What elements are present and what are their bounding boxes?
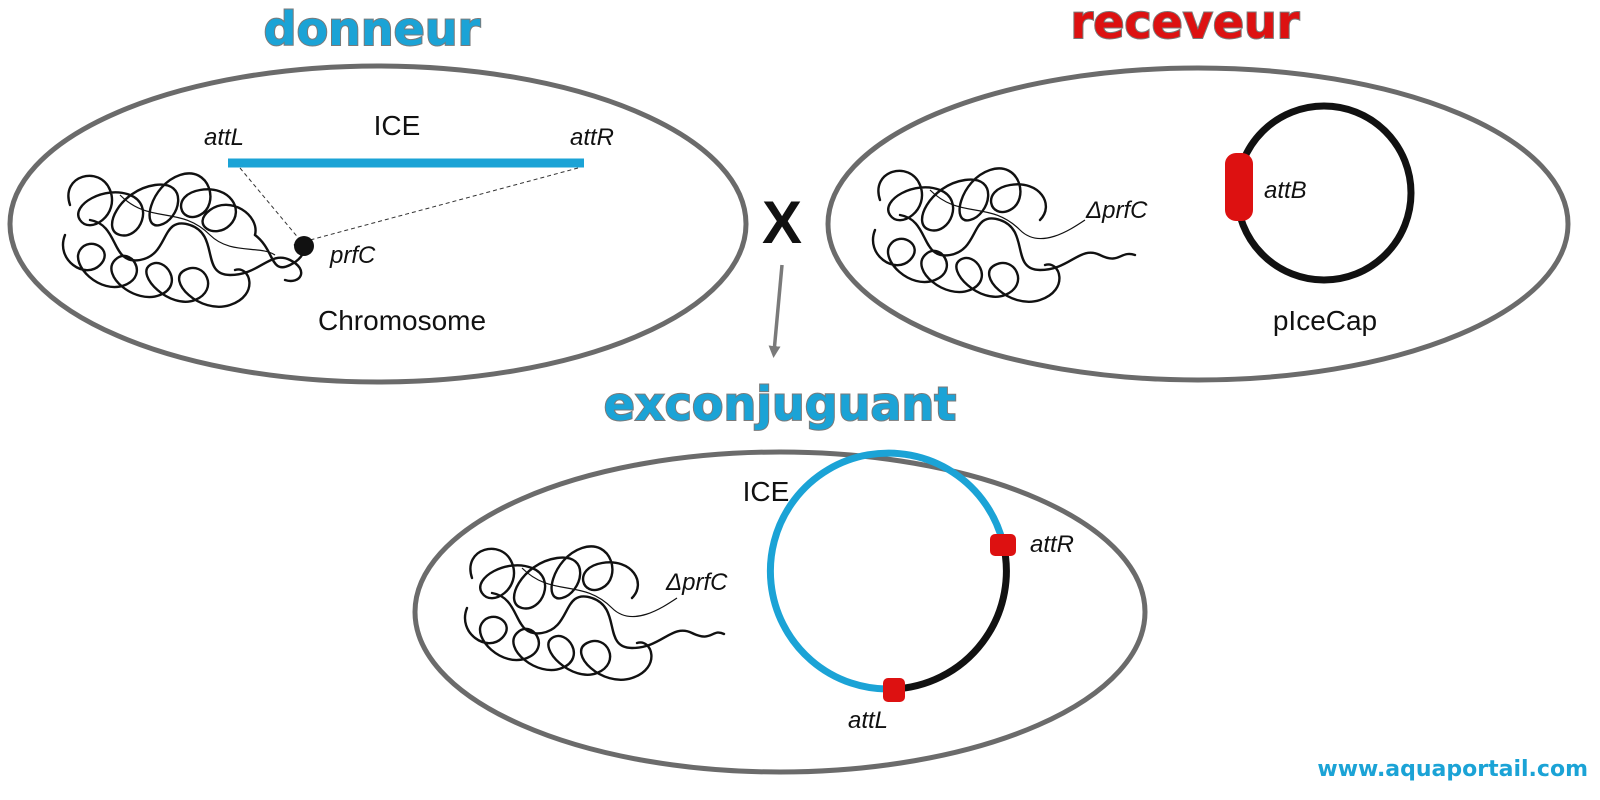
exconjugant-delta-prfc-label: ΔprfC	[665, 569, 728, 596]
attb-site-marker	[1225, 153, 1253, 221]
recipient-plasmid-label: pIceCap	[1273, 305, 1377, 336]
exconjugant-attr-label: attR	[1030, 531, 1074, 558]
ice-circle-segment	[766, 449, 1007, 693]
prfc-locus-dot	[294, 236, 314, 256]
exconjugant-cell: ΔprfC ICE attR attL	[412, 449, 1148, 775]
donor-cell-membrane	[7, 63, 749, 385]
donor-chromosome-icon	[61, 172, 305, 308]
cross-symbol: X	[762, 189, 802, 256]
exconjugant-attl-label: attL	[848, 707, 888, 734]
attr-site-marker	[990, 534, 1016, 556]
donor-ice-label: ICE	[374, 110, 421, 141]
integration-line-left	[239, 167, 301, 241]
transfer-arrow	[768, 264, 784, 358]
recipient-delta-prfc-label: ΔprfC	[1085, 197, 1148, 224]
plasmid-backbone-segment	[892, 542, 1010, 693]
recipient-cell-membrane	[825, 65, 1571, 383]
integration-line-right	[309, 167, 579, 241]
title-donor: donneur	[264, 2, 481, 56]
recipient-chromosome-icon	[871, 167, 1137, 303]
donor-cell: ICE attL attR prfC Chromosome	[7, 63, 749, 385]
exconjugant-chromosome-icon	[463, 545, 726, 681]
donor-prfc-label: prfC	[329, 242, 376, 269]
exconjugant-ice-label: ICE	[743, 476, 790, 507]
watermark: www.aquaportail.com	[1317, 757, 1588, 782]
donor-attr-label: attR	[570, 124, 614, 151]
title-recipient: receveur	[1071, 0, 1300, 49]
title-exconjugant: exconjuguant	[604, 377, 956, 431]
recipient-attb-label: attB	[1264, 177, 1307, 204]
attl-site-marker	[883, 678, 905, 702]
donor-attl-label: attL	[204, 124, 244, 151]
recipient-cell: ΔprfC attB pIceCap	[825, 65, 1571, 383]
donor-chromosome-label: Chromosome	[318, 305, 486, 336]
